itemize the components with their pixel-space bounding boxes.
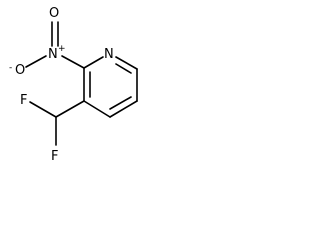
atom-label-ring-n: N [104, 47, 114, 62]
pyridine-ring [83, 56, 138, 118]
bond-chf2-f-left [29, 101, 57, 118]
bond-ring-c4-c3 [83, 100, 111, 118]
bond-ring-n-c6-inner [115, 63, 132, 74]
bond-ring-c5-c4-inner [109, 96, 132, 110]
structure-diagram: N N + O O - F F [9, 6, 138, 164]
bond-ring-c5-c4 [109, 100, 138, 118]
atom-label-nitro-o-top: O [49, 6, 59, 21]
atom-label-f-bottom: F [51, 149, 58, 164]
bond-nitro-n-o-left [25, 55, 47, 68]
bond-c2-nitro-n [61, 55, 85, 69]
atom-label-nitro-n: N [48, 47, 58, 62]
bond-c3-chf2 [55, 100, 85, 118]
charge-label-nitro-n: + [58, 44, 66, 54]
atom-label-nitro-o-left: O [15, 63, 25, 78]
bond-ring-n-c2 [83, 56, 104, 69]
bond-ring-n-c6 [115, 56, 138, 70]
atom-label-f-left: F [20, 93, 27, 108]
difluoromethyl-group [29, 100, 85, 146]
nitro-group [25, 21, 85, 69]
charge-label-nitro-o-left: - [9, 63, 12, 73]
